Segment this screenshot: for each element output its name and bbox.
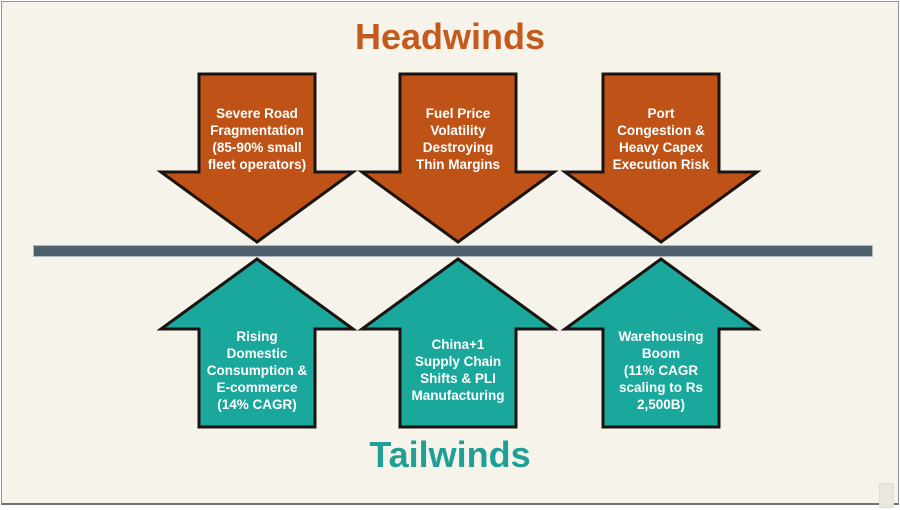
up-arrow-icon [357,257,559,429]
up-arrow-shape [357,257,559,429]
headwind-label-port-congestion: Port Congestion & Heavy Capex Execution … [612,106,710,172]
headwind-arrow-fuel-price: Fuel Price Volatility Destroying Thin Ma… [357,72,559,244]
headwind-arrow-port-congestion: Port Congestion & Heavy Capex Execution … [560,72,762,244]
scrollbar-thumb[interactable] [879,483,894,508]
headwinds-title: Headwinds [354,16,546,57]
down-arrow-icon [156,72,358,244]
tailwind-arrow-warehousing-boom: Warehousing Boom (11% CAGR scaling to Rs… [560,257,762,429]
down-arrow-shape [156,72,358,244]
tailwinds-title: Tailwinds [369,434,531,475]
tailwind-label-warehousing-boom: Warehousing Boom (11% CAGR scaling to Rs… [618,328,704,412]
tailwind-label-china-plus-one: China+1 Supply Chain Shifts & PLI Manufa… [411,337,505,403]
tailwind-label-domestic-consumption: Rising Domestic Consumption & E-commerce… [206,328,308,412]
tailwind-arrow-china-plus-one: China+1 Supply Chain Shifts & PLI Manufa… [357,257,559,429]
headwind-label-fuel-price: Fuel Price Volatility Destroying Thin Ma… [416,106,500,172]
up-arrow-icon [560,257,762,429]
down-arrow-shape [560,72,762,244]
headwind-label-road-fragmentation: Severe Road Fragmentation (85-90% small … [207,106,307,172]
headwind-arrow-road-fragmentation: Severe Road Fragmentation (85-90% small … [156,72,358,244]
horizontal-divider [34,246,872,256]
down-arrow-icon [357,72,559,244]
up-arrow-icon [156,257,358,429]
up-arrow-shape [560,257,762,429]
down-arrow-icon [560,72,762,244]
tailwind-arrow-domestic-consumption: Rising Domestic Consumption & E-commerce… [156,257,358,429]
down-arrow-shape [357,72,559,244]
up-arrow-shape [156,257,358,429]
